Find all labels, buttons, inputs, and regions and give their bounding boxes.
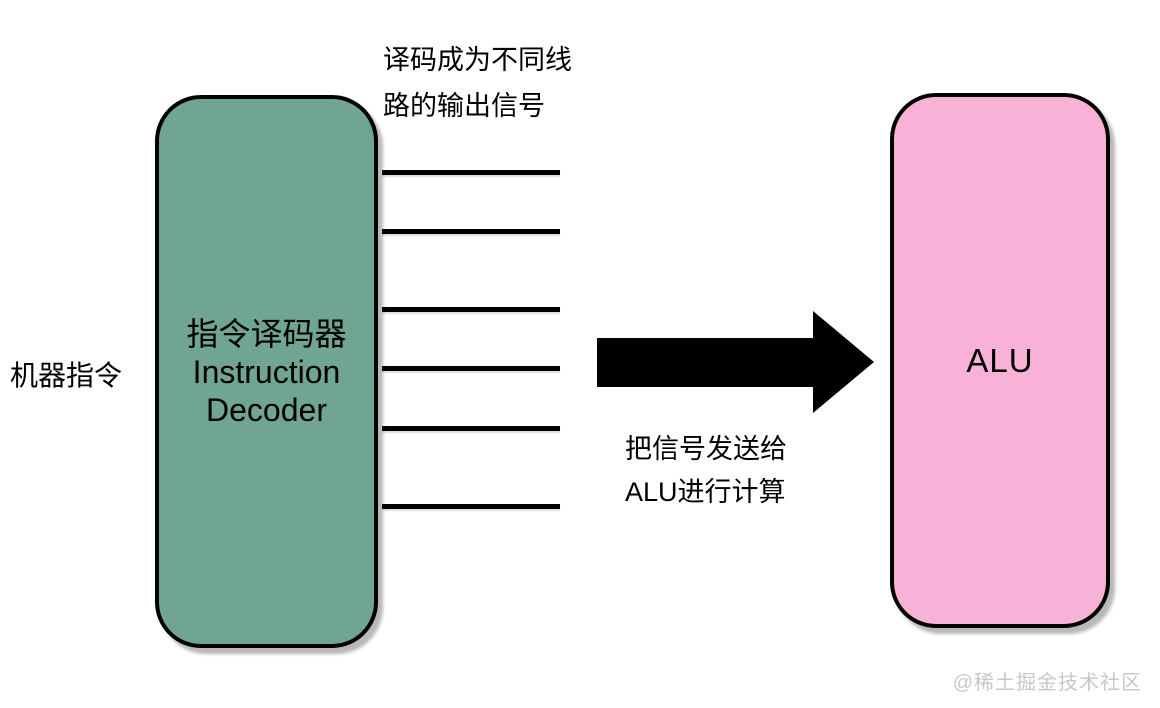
output-signal-line <box>382 170 560 175</box>
send-to-alu-annotation: 把信号发送给 ALU进行计算 <box>625 428 787 514</box>
decode-output-annotation: 译码成为不同线 路的输出信号 <box>383 37 572 129</box>
decode-output-annotation-line2: 路的输出信号 <box>383 91 545 121</box>
decoder-label-zh: 指令译码器 <box>186 315 347 352</box>
output-signal-line <box>382 426 560 431</box>
watermark: @稀土掘金技术社区 <box>952 672 1142 694</box>
output-signal-line <box>382 366 560 371</box>
output-signal-line <box>382 229 560 234</box>
output-signal-line <box>382 307 560 312</box>
output-signal-line <box>382 504 560 509</box>
decoder-label-en-line2: Decoder <box>206 391 327 428</box>
alu-label: ALU <box>966 341 1034 379</box>
decode-output-annotation-line1: 译码成为不同线 <box>383 45 572 75</box>
instruction-decoder-label: 指令译码器 Instruction Decoder <box>186 315 346 429</box>
send-to-alu-annotation-line1: 把信号发送给 <box>625 434 787 464</box>
machine-instruction-label: 机器指令 <box>10 360 123 391</box>
arrow-head-icon <box>813 311 874 413</box>
decoder-label-en-line1: Instruction <box>192 353 341 390</box>
send-to-alu-annotation-line2: ALU进行计算 <box>625 477 786 507</box>
arrow-body <box>597 338 814 387</box>
alu-box: ALU <box>890 93 1110 628</box>
instruction-decoder-box: 指令译码器 Instruction Decoder <box>155 95 378 648</box>
